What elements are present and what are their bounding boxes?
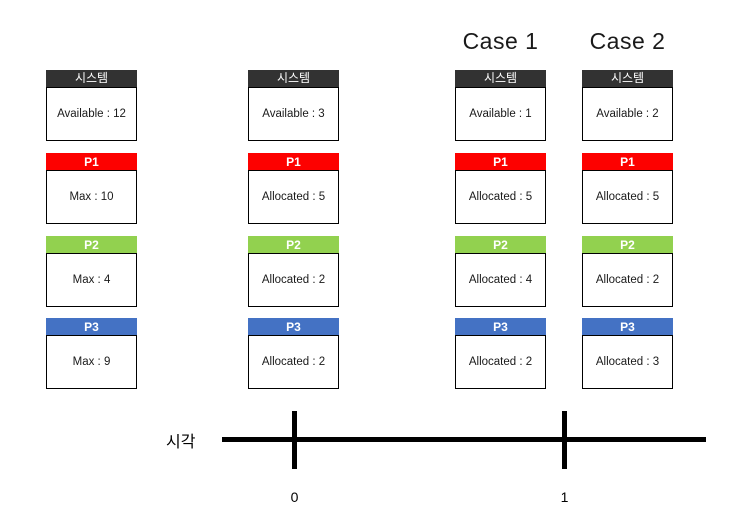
card-header-label: 시스템: [276, 71, 311, 85]
card-header-initial-max-p2: P2: [46, 236, 137, 253]
timeline-axis-line: [222, 437, 706, 442]
card-header-case-2-p2: P2: [582, 236, 673, 253]
card-case-1-system: 시스템 Available : 1: [455, 70, 546, 141]
card-header-time-0-allocated-p1: P1: [248, 153, 339, 170]
card-time-0-allocated-system: 시스템 Available : 3: [248, 70, 339, 141]
card-header-time-0-allocated-system: 시스템: [248, 70, 339, 87]
timeline-tick-mark-1: [562, 411, 567, 469]
case-title-1: Case 1: [462, 28, 539, 54]
card-case-2-system: 시스템 Available : 2: [582, 70, 673, 141]
card-header-initial-max-system: 시스템: [46, 70, 137, 87]
card-body-case-1-system: Available : 1: [455, 87, 546, 141]
card-header-initial-max-p3: P3: [46, 318, 137, 335]
card-body-initial-max-p2: Max : 4: [46, 253, 137, 307]
timeline-tick-label-0: 0: [290, 489, 299, 505]
card-header-label: 시스템: [74, 71, 109, 85]
card-body-case-2-p3: Allocated : 3: [582, 335, 673, 389]
card-body-case-2-p1: Allocated : 5: [582, 170, 673, 224]
card-header-case-2-p1: P1: [582, 153, 673, 170]
card-header-case-2-p3: P3: [582, 318, 673, 335]
card-body-time-0-allocated-p3: Allocated : 2: [248, 335, 339, 389]
card-header-label: 시스템: [483, 71, 518, 85]
case-title-2: Case 2: [589, 28, 666, 54]
card-body-case-1-p2: Allocated : 4: [455, 253, 546, 307]
timeline-tick-label-1: 1: [560, 489, 569, 505]
card-body-case-1-p3: Allocated : 2: [455, 335, 546, 389]
card-body-time-0-allocated-system: Available : 3: [248, 87, 339, 141]
card-body-case-2-system: Available : 2: [582, 87, 673, 141]
timeline-tick-mark-0: [292, 411, 297, 469]
card-body-initial-max-p3: Max : 9: [46, 335, 137, 389]
card-body-initial-max-p1: Max : 10: [46, 170, 137, 224]
card-body-case-2-p2: Allocated : 2: [582, 253, 673, 307]
card-header-case-1-system: 시스템: [455, 70, 546, 87]
card-body-time-0-allocated-p1: Allocated : 5: [248, 170, 339, 224]
card-initial-max-system: 시스템 Available : 12: [46, 70, 137, 141]
card-header-time-0-allocated-p2: P2: [248, 236, 339, 253]
card-header-case-2-system: 시스템: [582, 70, 673, 87]
card-body-case-1-p1: Allocated : 5: [455, 170, 546, 224]
card-header-case-1-p3: P3: [455, 318, 546, 335]
timeline-axis-label: 시각: [166, 432, 196, 451]
card-header-label: 시스템: [610, 71, 645, 85]
card-body-time-0-allocated-p2: Allocated : 2: [248, 253, 339, 307]
card-header-case-1-p2: P2: [455, 236, 546, 253]
card-header-case-1-p1: P1: [455, 153, 546, 170]
card-header-time-0-allocated-p3: P3: [248, 318, 339, 335]
card-body-initial-max-system: Available : 12: [46, 87, 137, 141]
card-header-initial-max-p1: P1: [46, 153, 137, 170]
